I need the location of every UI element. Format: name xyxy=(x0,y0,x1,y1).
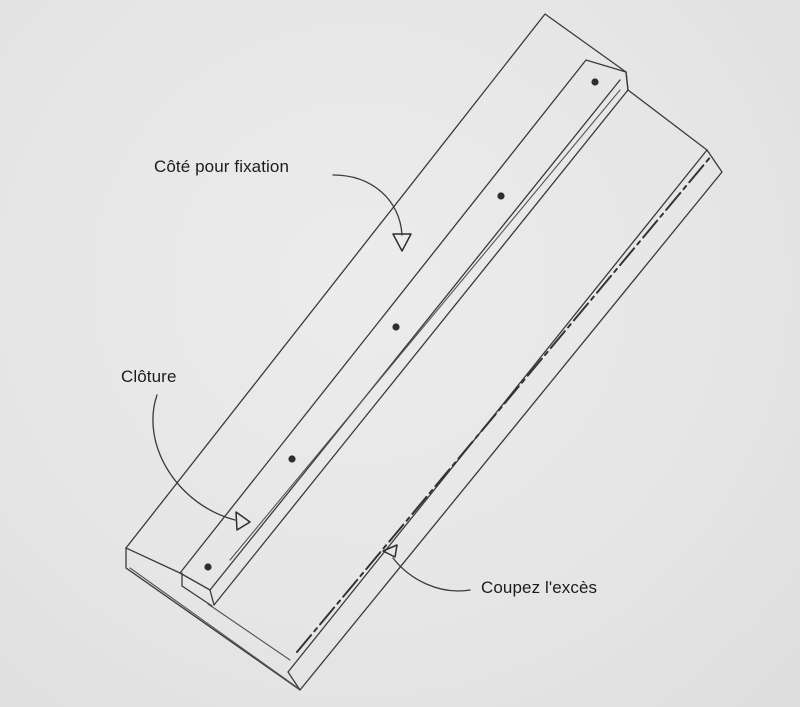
base-board-front-top xyxy=(125,547,181,574)
fence-strip-top-crease xyxy=(209,79,621,591)
fence-strip xyxy=(179,59,629,607)
base-board-front-face xyxy=(207,603,291,661)
cut-excess-arrowhead xyxy=(382,544,398,558)
base-board-side-edge xyxy=(287,149,708,691)
fixing-side-arrow-curve xyxy=(332,174,403,236)
fixing-side-arrowhead xyxy=(392,233,412,252)
base-board xyxy=(125,13,723,691)
screw-hole xyxy=(497,192,505,200)
fence-strip-inner-line xyxy=(229,89,621,561)
screw-holes xyxy=(204,78,599,571)
fixing-side-label: Côté pour fixation xyxy=(154,157,290,176)
fence-strip-end xyxy=(181,572,213,607)
base-board-top-edge xyxy=(125,13,627,549)
cut-excess-arrow xyxy=(382,544,471,592)
fence-arrow-curve xyxy=(152,394,236,521)
base-board-bottom-line xyxy=(129,567,299,689)
screw-hole xyxy=(204,563,212,571)
fence-arrowhead xyxy=(235,511,251,531)
cut-line xyxy=(296,154,713,653)
base-board-top-right xyxy=(625,71,708,151)
screw-hole xyxy=(288,455,296,463)
screw-hole xyxy=(591,78,599,86)
cut-excess-arrow-curve xyxy=(392,557,471,592)
fence-label: Clôture xyxy=(121,367,177,386)
cut-excess-label: Coupez l'excès xyxy=(481,578,598,597)
fence-arrow xyxy=(152,394,251,531)
screw-hole xyxy=(392,323,400,331)
fixing-side-arrow xyxy=(332,174,412,252)
